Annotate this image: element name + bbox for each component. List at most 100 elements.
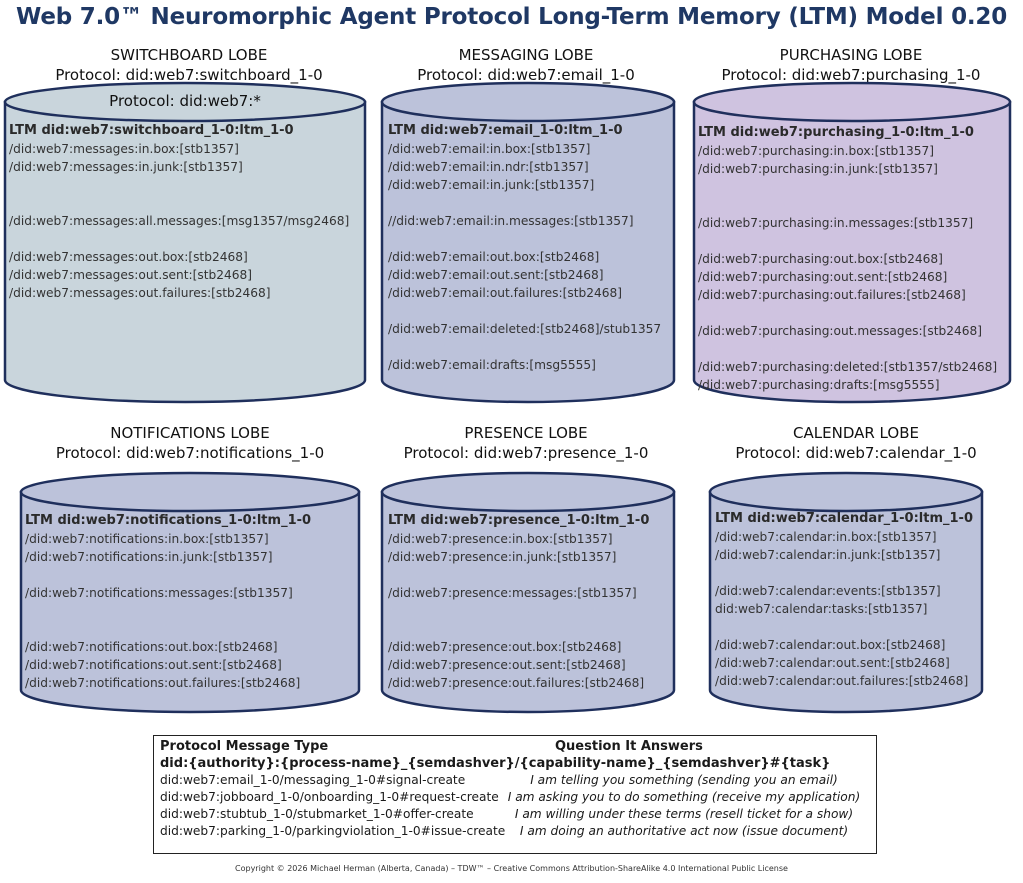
- ltm-entry: /did:web7:presence:out.failures:[stb2468…: [388, 676, 645, 690]
- ltm-entry-spacer: [388, 566, 649, 584]
- calendar-lobe-protocol: Protocol: did:web7:calendar_1-0: [735, 444, 977, 462]
- switchboard-lobe-cylinder: [3, 81, 367, 404]
- messaging-lobe-header: MESSAGING LOBE Protocol: did:web7:email_…: [356, 45, 696, 85]
- cylinder-body: [380, 100, 676, 404]
- ltm-entry-spacer: [388, 338, 661, 356]
- ltm-entry-spacer: [388, 602, 649, 620]
- message-type-cell: did:web7:parking_1-0/parkingviolation_1-…: [160, 824, 506, 838]
- ltm-entry: /did:web7:purchasing:drafts:[msg5555]: [698, 378, 940, 392]
- notifications-lobe-name: NOTIFICATIONS LOBE: [110, 424, 270, 442]
- cylinder-body: [692, 100, 1012, 404]
- ltm-entry: /did:web7:email:out.sent:[stb2468]: [388, 268, 604, 282]
- cylinder-body: [19, 490, 361, 714]
- ltm-entry-spacer: [25, 602, 311, 620]
- ltm-entry: /did:web7:messages:in.box:[stb1357]: [9, 142, 239, 156]
- ltm-entry: /did:web7:notifications:in.box:[stb1357]: [25, 532, 269, 546]
- switchboard-ltm-list: LTM did:web7:switchboard_1-0:ltm_1-0 /di…: [9, 122, 349, 302]
- col-header-message-type: Protocol Message Type: [160, 739, 329, 754]
- messaging-lobe-cylinder: [380, 81, 676, 404]
- calendar-entries: /did:web7:calendar:in.box:[stb1357] /did:…: [715, 528, 973, 690]
- calendar-ltm-list: LTM did:web7:calendar_1-0:ltm_1-0 /did:w…: [715, 510, 973, 690]
- ltm-entry-spacer: [388, 194, 661, 212]
- calendar-ltm-title: LTM did:web7:calendar_1-0:ltm_1-0: [715, 511, 973, 526]
- ltm-entry: /did:web7:presence:in.junk:[stb1357]: [388, 550, 617, 564]
- ltm-entry-spacer: [715, 618, 973, 636]
- notifications-lobe-protocol: Protocol: did:web7:notifications_1-0: [55, 444, 325, 462]
- presence-ltm-list: LTM did:web7:presence_1-0:ltm_1-0 /did:w…: [388, 512, 649, 692]
- purchasing-lobe-protocol: Protocol: did:web7:purchasing_1-0: [721, 66, 981, 84]
- notifications-entries: /did:web7:notifications:in.box:[stb1357]…: [25, 530, 311, 692]
- ltm-entry: /did:web7:presence:in.box:[stb1357]: [388, 532, 613, 546]
- table-rows: did:web7:email_1-0/messaging_1-0#signal-…: [160, 772, 870, 840]
- messaging-ltm-title: LTM did:web7:email_1-0:ltm_1-0: [388, 123, 623, 138]
- ltm-entry-spacer: [9, 230, 349, 248]
- copyright-notice: Copyright © 2026 Michael Herman (Alberta…: [235, 864, 788, 873]
- ltm-entry: /did:web7:email:in.junk:[stb1357]: [388, 178, 595, 192]
- ltm-entry-spacer: [698, 304, 997, 322]
- ltm-entry: /did:web7:notifications:out.box:[stb2468…: [25, 640, 278, 654]
- ltm-entry: /did:web7:presence:messages:[stb1357]: [388, 586, 637, 600]
- ltm-entry: /did:web7:purchasing:out.failures:[stb24…: [698, 288, 966, 302]
- ltm-entry-spacer: [25, 566, 311, 584]
- purchasing-lobe-name: PURCHASING LOBE: [779, 46, 923, 64]
- ltm-entry: /did:web7:notifications:messages:[stb135…: [25, 586, 293, 600]
- purchasing-lobe-header: PURCHASING LOBE Protocol: did:web7:purch…: [686, 45, 1016, 85]
- notifications-lobe-header: NOTIFICATIONS LOBE Protocol: did:web7:no…: [20, 423, 360, 463]
- protocol-message-table: Protocol Message Type Question It Answer…: [153, 735, 877, 854]
- ltm-entry: /did:web7:purchasing:out.box:[stb2468]: [698, 252, 943, 266]
- ltm-entry-spacer: [698, 232, 997, 250]
- presence-lobe-header: PRESENCE LOBE Protocol: did:web7:presenc…: [356, 423, 696, 463]
- ltm-entry: /did:web7:calendar:events:[stb1357]: [715, 584, 941, 598]
- ltm-entry: /did:web7:presence:out.box:[stb2468]: [388, 640, 622, 654]
- ltm-entry-spacer: [698, 196, 997, 214]
- ltm-entry: /did:web7:purchasing:out.sent:[stb2468]: [698, 270, 948, 284]
- ltm-entry: /did:web7:email:drafts:[msg5555]: [388, 358, 596, 372]
- calendar-lobe-cylinder: [708, 471, 984, 714]
- switchboard-lobe-header: SWITCHBOARD LOBE Protocol: did:web7:swit…: [4, 45, 374, 85]
- cylinder-top: [692, 81, 1012, 123]
- notifications-lobe-cylinder: [19, 471, 361, 714]
- question-answer-cell: I am willing under these terms (resell t…: [514, 807, 854, 821]
- presence-ltm-title: LTM did:web7:presence_1-0:ltm_1-0: [388, 513, 650, 528]
- ltm-entry: /did:web7:notifications:out.sent:[stb246…: [25, 658, 282, 672]
- page-title: Web 7.0™ Neuromorphic Agent Protocol Lon…: [15, 4, 1008, 30]
- ltm-entry-spacer: [25, 620, 311, 638]
- messaging-ltm-list: LTM did:web7:email_1-0:ltm_1-0 /did:web7…: [388, 122, 661, 374]
- presence-lobe-cylinder: [380, 471, 676, 714]
- cylinder-top: [380, 81, 676, 123]
- ltm-entry: /did:web7:purchasing:out.messages:[stb24…: [698, 324, 982, 338]
- presence-lobe-name: PRESENCE LOBE: [464, 424, 588, 442]
- ltm-entry: /did:web7:calendar:out.sent:[stb2468]: [715, 656, 950, 670]
- ltm-entry: //did:web7:email:in.messages:[stb1357]: [388, 214, 634, 228]
- messaging-lobe-name: MESSAGING LOBE: [458, 46, 594, 64]
- ltm-entry: /did:web7:purchasing:in.junk:[stb1357]: [698, 162, 938, 176]
- cylinder-body: [708, 490, 984, 714]
- calendar-lobe-header: CALENDAR LOBE Protocol: did:web7:calenda…: [686, 423, 1023, 463]
- cylinder-body: [380, 490, 676, 714]
- switchboard-lobe-name: SWITCHBOARD LOBE: [110, 46, 268, 64]
- ltm-entry: /did:web7:messages:all.messages:[msg1357…: [9, 214, 350, 228]
- ltm-entry: /did:web7:calendar:in.box:[stb1357]: [715, 530, 937, 544]
- ltm-entry: /did:web7:purchasing:deleted:[stb1357/st…: [698, 360, 998, 374]
- cylinder-top: [708, 471, 984, 513]
- message-type-cell: did:web7:jobboard_1-0/onboarding_1-0#req…: [160, 790, 499, 804]
- ltm-entry: /did:web7:email:in.box:[stb1357]: [388, 142, 591, 156]
- ltm-entry: /did:web7:purchasing:in.box:[stb1357]: [698, 144, 935, 158]
- purchasing-lobe-cylinder: [692, 81, 1012, 404]
- ltm-entry: /did:web7:notifications:in.junk:[stb1357…: [25, 550, 273, 564]
- table-row: did:web7:stubtub_1-0/stubmarket_1-0#offe…: [160, 806, 870, 823]
- table-header: Protocol Message Type Question It Answer…: [160, 738, 870, 755]
- purchasing-entries: /did:web7:purchasing:in.box:[stb1357] /di…: [698, 142, 997, 394]
- messaging-entries: /did:web7:email:in.box:[stb1357] /did:web…: [388, 140, 661, 374]
- table-row: did:web7:email_1-0/messaging_1-0#signal-…: [160, 772, 870, 789]
- purchasing-ltm-list: LTM did:web7:purchasing_1-0:ltm_1-0 /did…: [698, 124, 997, 394]
- calendar-lobe-name: CALENDAR LOBE: [793, 424, 919, 442]
- ltm-entry: /did:web7:purchasing:in.messages:[stb135…: [698, 216, 974, 230]
- switchboard-ltm-title: LTM did:web7:switchboard_1-0:ltm_1-0: [9, 123, 294, 138]
- ltm-entry: /did:web7:messages:out.failures:[stb2468…: [9, 286, 271, 300]
- question-answer-cell: I am asking you to do something (receive…: [507, 790, 861, 804]
- col-header-question: Question It Answers: [555, 739, 703, 754]
- ltm-entry-spacer: [388, 620, 649, 638]
- ltm-entry: did:web7:calendar:tasks:[stb1357]: [715, 602, 928, 616]
- ltm-entry: /did:web7:email:deleted:[stb2468]/stub13…: [388, 322, 662, 336]
